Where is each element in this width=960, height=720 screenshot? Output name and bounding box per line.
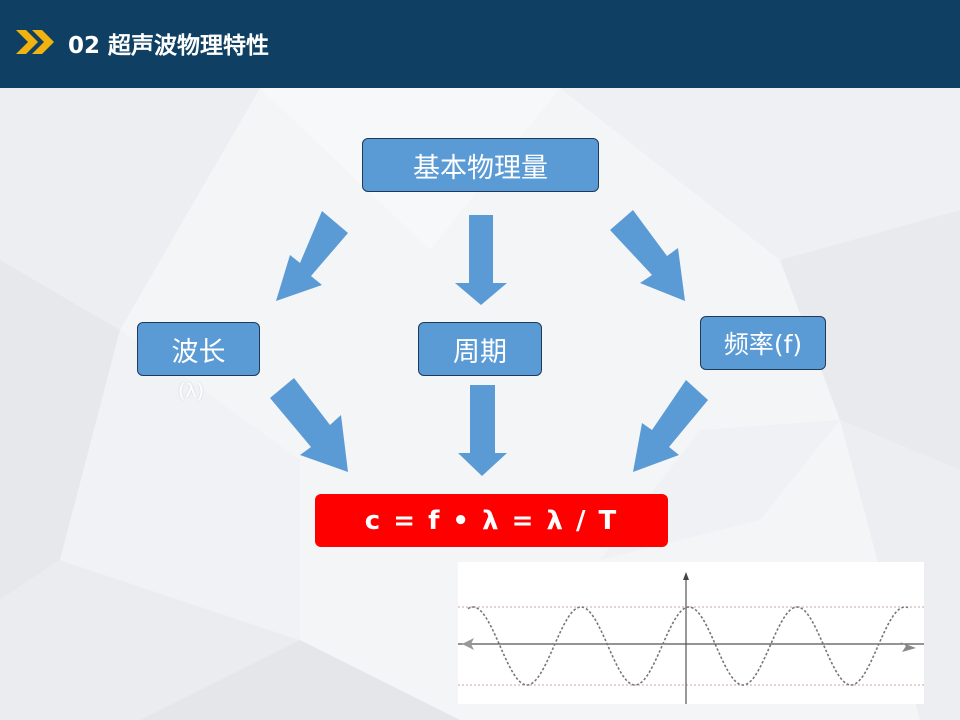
period-box: 周期 (418, 322, 542, 376)
double-chevron-icon (16, 30, 54, 54)
arrow-wavelength-to-formula (270, 378, 348, 472)
arrow-root-to-frequency (610, 210, 685, 301)
wave-right-arrow-icon (900, 642, 916, 652)
sine-wave-graph (458, 572, 924, 704)
arrow-period-to-formula (458, 385, 507, 476)
root-quantity-box: 基本物理量 (362, 138, 599, 192)
arrow-root-to-wavelength (276, 211, 348, 301)
frequency-box: 频率(f) (700, 316, 826, 370)
arrow-root-to-period (455, 215, 507, 305)
sine-wave-figure (458, 562, 924, 704)
wavelength-box: 波长 (137, 322, 260, 376)
wavelength-symbol: (λ) (178, 380, 205, 402)
y-axis-arrowhead (683, 572, 689, 580)
arrow-frequency-to-formula (633, 380, 708, 472)
page-title: 02 超声波物理特性 (68, 33, 270, 59)
header-bar: 02 超声波物理特性 (0, 0, 960, 88)
wave-left-arrow-icon (462, 638, 474, 650)
sine-wave-curve (467, 606, 909, 686)
formula-box: c = f • λ = λ / T (315, 494, 668, 547)
